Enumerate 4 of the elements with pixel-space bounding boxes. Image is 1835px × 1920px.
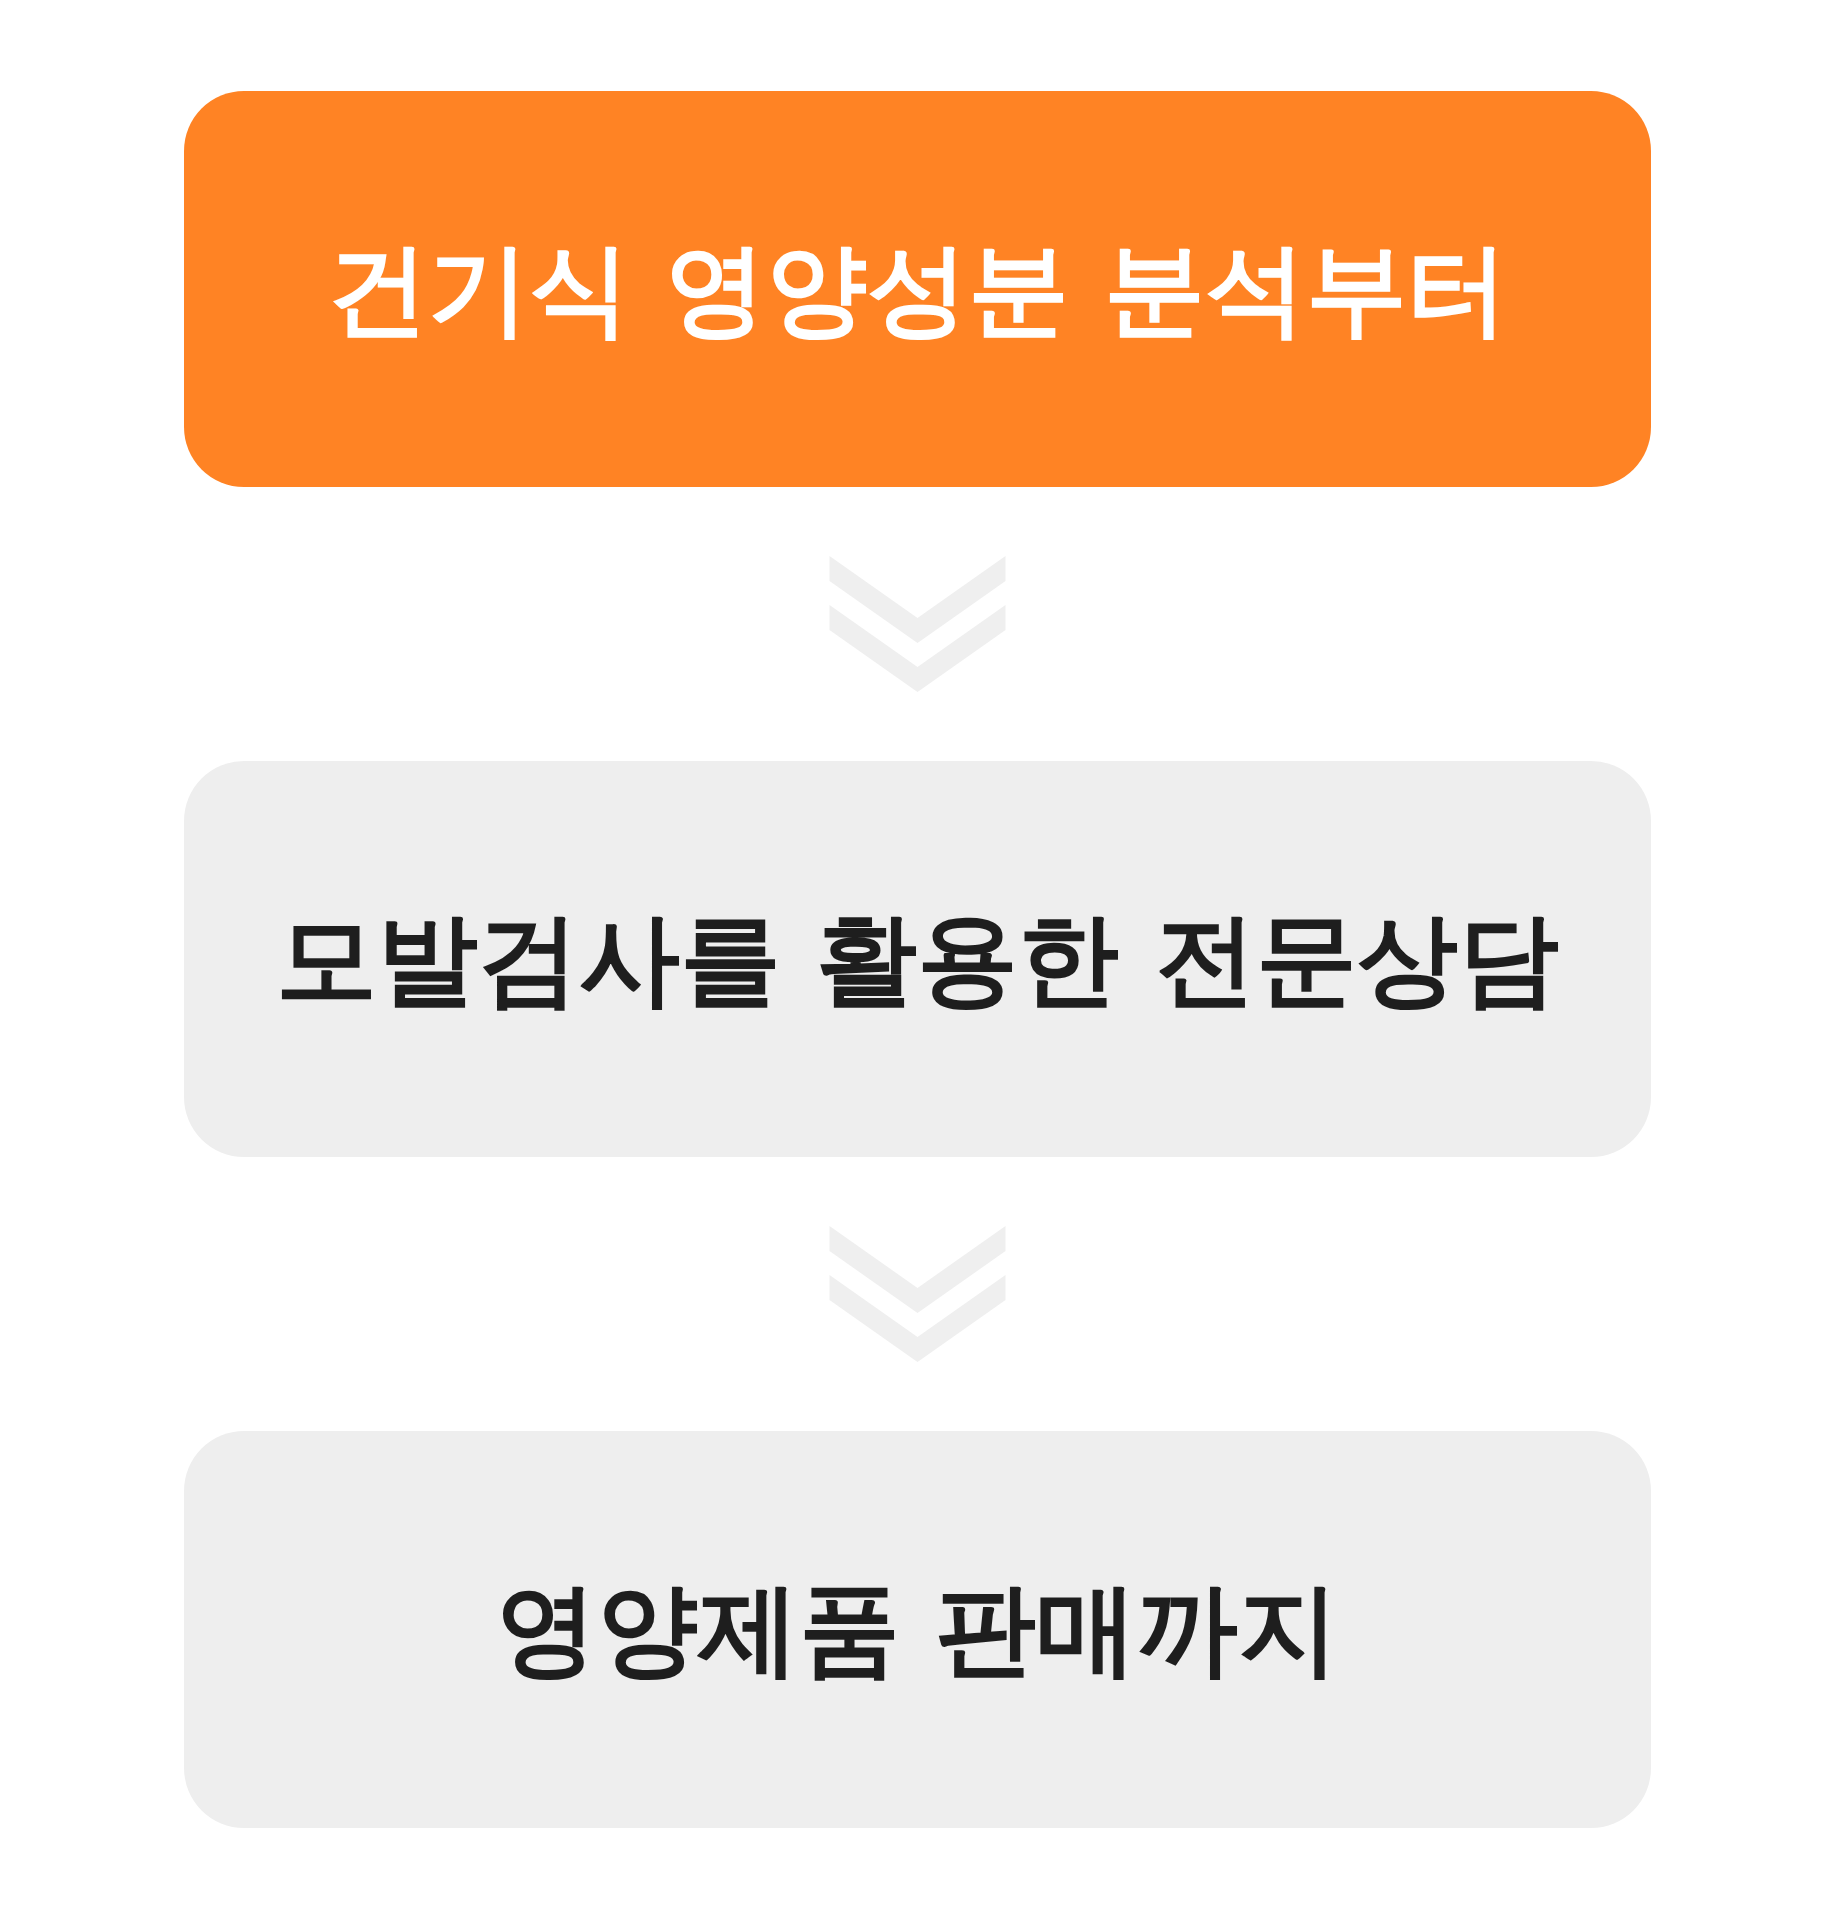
- step-text: 건기식 영양성분 분석부터: [325, 230, 1510, 348]
- step-text: 영양제품 판매까지: [494, 1571, 1341, 1688]
- step-text: 모발검사를 활용한 전문상담: [275, 900, 1560, 1018]
- process-box: [184, 91, 1651, 487]
